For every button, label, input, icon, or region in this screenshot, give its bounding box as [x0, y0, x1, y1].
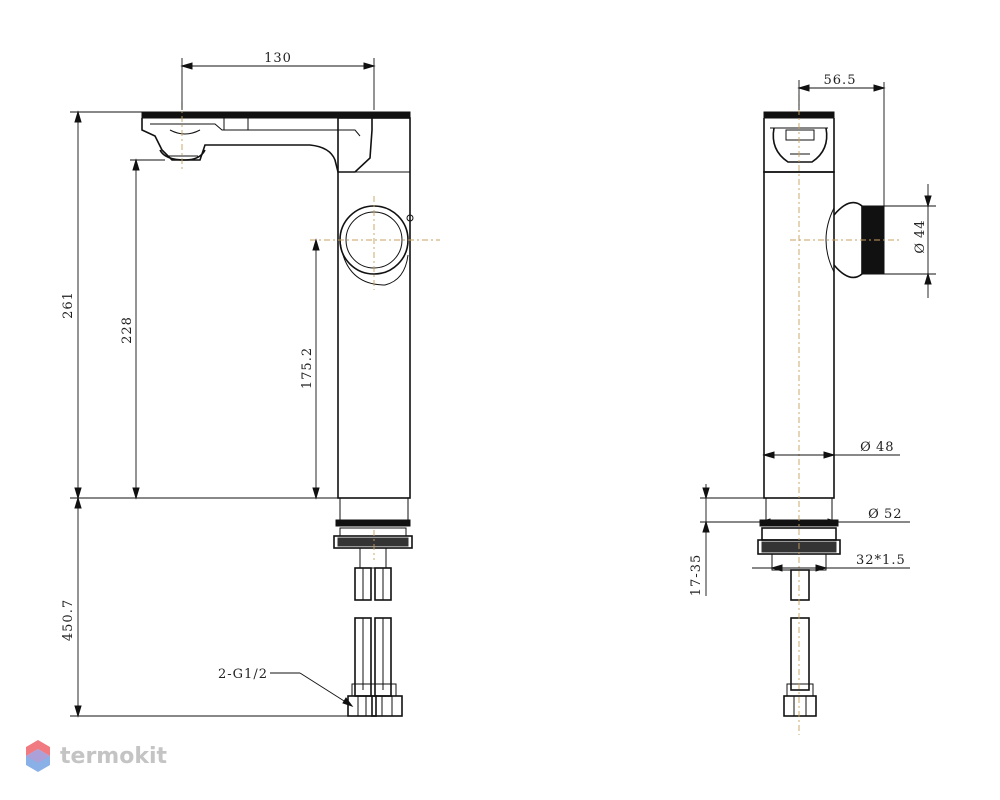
dim-spout-height: 228 — [120, 316, 135, 344]
dim-side-offset: 56.5 — [824, 73, 857, 88]
side-aerator — [772, 127, 828, 163]
side-dimensions: 56.5 Ø 44 Ø 48 Ø 52 32*1.5 17-35 — [689, 73, 936, 596]
front-dimensions: 130 261 228 175.2 450.7 2-G1/2 — [61, 51, 376, 718]
spout-button — [223, 117, 249, 131]
spout-top-plate — [141, 111, 411, 119]
dim-handle-height: 175.2 — [300, 347, 315, 389]
dia-symbol-52: Ø — [868, 507, 880, 522]
dim-below-deck: 450.7 — [61, 599, 76, 641]
mount-washer — [335, 519, 411, 527]
side-hose — [790, 569, 810, 601]
aerator — [159, 149, 206, 161]
dim-deck-thickness: 17-35 — [689, 554, 704, 596]
hose-nut-left — [347, 695, 377, 717]
label-hose-thread: 2-G1/2 — [218, 667, 268, 682]
dim-total-height: 261 — [61, 291, 76, 319]
dia-symbol-48: Ø — [860, 440, 872, 455]
front-view — [141, 102, 440, 717]
dim-spout-reach: 130 — [264, 51, 292, 66]
side-view — [757, 95, 900, 735]
hose-nut-right — [371, 695, 403, 717]
side-hose-nut — [783, 695, 817, 717]
dim-mount-thread: 32*1.5 — [856, 553, 906, 568]
brand-watermark: termokit — [24, 738, 167, 774]
dim-body-diameter: 48 — [876, 440, 895, 455]
brand-logo-icon — [26, 740, 50, 772]
dim-handle-diameter: 44 — [913, 219, 928, 238]
dim-base-diameter: 52 — [884, 507, 903, 522]
dia-symbol-44: Ø — [913, 242, 928, 254]
brand-name: termokit — [60, 743, 168, 769]
faucet-body — [337, 117, 411, 499]
svg-text:Ø: Ø — [913, 242, 928, 254]
